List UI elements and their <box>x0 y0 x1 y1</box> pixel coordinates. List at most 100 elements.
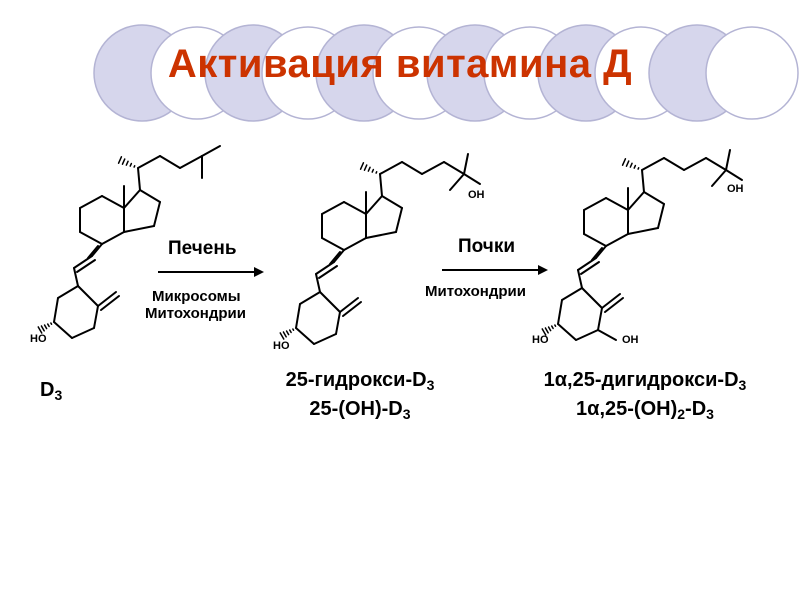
bond <box>643 191 665 205</box>
bond <box>463 153 469 175</box>
bond <box>443 161 465 175</box>
bond <box>43 324 48 330</box>
decorative-circles <box>93 24 799 122</box>
bond <box>365 231 397 239</box>
bond <box>583 197 607 211</box>
bond <box>604 297 624 313</box>
bond <box>339 297 359 313</box>
bond <box>581 287 603 309</box>
bond <box>725 149 731 171</box>
bond <box>595 245 607 259</box>
bond <box>76 259 96 273</box>
bond <box>73 255 93 269</box>
bond <box>87 245 99 259</box>
bond <box>139 189 161 203</box>
bond <box>53 297 59 323</box>
bond <box>597 329 617 341</box>
bond <box>557 323 577 341</box>
bond <box>381 195 403 209</box>
bond <box>725 169 743 181</box>
label-ho-125oh: HO <box>532 334 549 346</box>
bond <box>343 237 367 251</box>
reaction-arrow-2 <box>442 265 548 275</box>
label-ho-25oh: HO <box>273 340 290 352</box>
bond <box>299 291 321 305</box>
bond <box>91 243 103 257</box>
bond <box>315 261 335 275</box>
bond <box>577 257 597 271</box>
bond <box>292 328 295 331</box>
reaction-arrow-1 <box>158 267 264 277</box>
bond <box>40 325 45 332</box>
bond <box>125 160 129 166</box>
bond <box>583 233 607 247</box>
bond <box>561 287 583 301</box>
bond <box>557 299 563 325</box>
bond <box>421 161 445 175</box>
bond <box>544 327 549 334</box>
label-oh-ring-125oh: OH <box>622 334 639 346</box>
bond <box>71 327 95 339</box>
arrow1-site-label-1: Микросомы <box>152 288 241 305</box>
bond <box>46 323 50 328</box>
bond <box>395 207 403 233</box>
bond <box>541 328 547 336</box>
bond <box>117 156 123 164</box>
bond <box>137 155 161 169</box>
slide-title: Активация витамина Д <box>167 42 633 86</box>
bond <box>379 161 403 175</box>
compound-name-25oh-line2: 25-(OH)-D3 <box>309 398 411 422</box>
bond <box>279 332 285 340</box>
bond <box>401 161 423 175</box>
bond <box>683 157 707 171</box>
arrow1-site-label-2: Митохондрии <box>145 305 246 322</box>
bond <box>77 285 99 307</box>
bond <box>79 231 103 245</box>
bond <box>657 203 665 229</box>
bond <box>318 265 338 279</box>
molecule-1-25-dihydroxy-d3 <box>541 149 743 341</box>
bond <box>605 233 629 247</box>
arrow2-organ-label: Почки <box>458 236 516 257</box>
bond <box>463 173 481 185</box>
compound-name-125oh-line1: 1α,25-дигидрокси-D3 <box>543 369 747 393</box>
decorative-circle <box>705 26 799 120</box>
bond <box>605 197 629 211</box>
bond <box>363 164 368 171</box>
compound-name-125oh-line2: 1α,25-(OH)2-D3 <box>576 398 714 422</box>
bond <box>315 273 321 293</box>
molecule-vitamin-d3 <box>37 145 221 339</box>
bond <box>319 291 341 313</box>
bond <box>50 322 53 325</box>
bond <box>79 195 103 209</box>
bond <box>625 160 630 167</box>
bond <box>641 157 665 171</box>
bond <box>285 330 290 336</box>
bond <box>101 195 125 209</box>
bond <box>282 331 287 338</box>
bond <box>321 201 345 215</box>
bond <box>201 145 221 157</box>
bond <box>295 303 301 329</box>
bond <box>633 164 637 169</box>
bond <box>641 169 645 193</box>
bond <box>597 307 603 331</box>
bond <box>365 195 383 215</box>
bond <box>577 269 583 289</box>
bond <box>123 189 141 209</box>
bond <box>288 329 292 334</box>
bond <box>705 157 727 171</box>
bond <box>133 165 136 168</box>
bond <box>580 261 600 275</box>
bond <box>367 166 371 172</box>
bond <box>159 155 181 169</box>
bond <box>547 326 552 332</box>
bond <box>321 237 345 251</box>
bond <box>53 321 73 339</box>
bond <box>73 267 79 287</box>
label-ho-d3: HO <box>30 333 47 345</box>
bond <box>554 324 557 327</box>
bond <box>629 162 633 168</box>
bond <box>123 225 155 233</box>
bond <box>179 155 203 169</box>
